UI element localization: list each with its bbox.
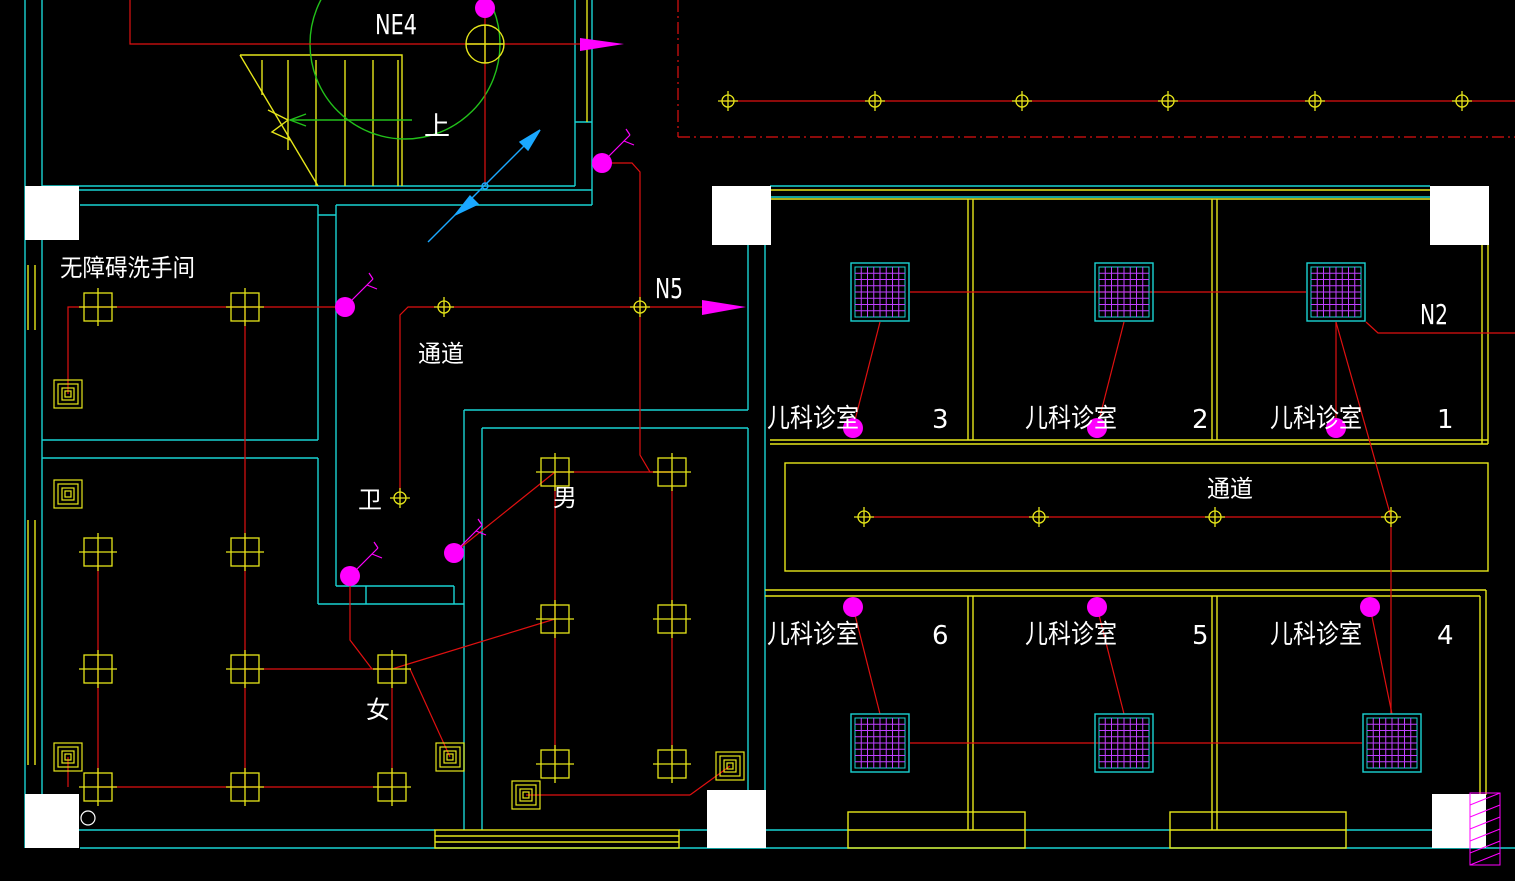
circle-cross-icon — [1205, 507, 1225, 527]
light-fixture-icon — [226, 650, 264, 688]
label-room-5-num: 5 — [1192, 621, 1209, 651]
sprinkler-heads — [335, 0, 1380, 617]
circle-cross-icon — [1158, 91, 1178, 111]
magenta-dot-icon — [1326, 418, 1346, 438]
magenta-dot-icon — [843, 597, 863, 617]
grid-diffuser-icon — [1094, 262, 1154, 322]
circle-cross-icon — [718, 91, 738, 111]
light-fixture-icon — [226, 533, 264, 571]
light-fixtures — [79, 288, 691, 806]
light-fixture-icon — [79, 768, 117, 806]
circle-cross-icon — [854, 507, 874, 527]
circle-cross-icon — [1029, 507, 1049, 527]
ceiling-diffusers — [850, 262, 1422, 773]
label-room-3: 儿科诊室 — [767, 404, 859, 434]
label-room-2: 儿科诊室 — [1025, 404, 1117, 434]
label-n5: N5 — [655, 272, 683, 305]
light-fixture-icon — [653, 745, 691, 783]
label-accessible-washroom: 无障碍洗手间 — [60, 254, 195, 282]
label-room-6: 儿科诊室 — [767, 620, 859, 650]
magenta-dot-icon — [1087, 418, 1107, 438]
dashed-boundary — [677, 0, 1515, 138]
light-fixture-icon — [536, 600, 574, 638]
magenta-dot-icon — [335, 272, 378, 317]
label-n2: N2 — [1420, 298, 1448, 331]
small-circle-marker — [80, 810, 96, 826]
grid-diffuser-icon — [850, 262, 910, 322]
square-vent-icon — [53, 379, 83, 409]
magenta-dot-icon — [1087, 597, 1107, 617]
circle-cross-icon — [1305, 91, 1325, 111]
hatched-column — [1469, 792, 1501, 866]
walls — [24, 0, 1515, 849]
circle-cross-icon — [390, 488, 410, 508]
light-fixture-icon — [226, 768, 264, 806]
label-corridor-right: 通道 — [1207, 475, 1253, 503]
light-fixture-icon — [226, 288, 264, 326]
label-room-1: 儿科诊室 — [1270, 404, 1362, 434]
circle-cross-icon — [1452, 91, 1472, 111]
magenta-dot-icon — [1360, 597, 1380, 617]
light-fixture-icon — [653, 453, 691, 491]
pipe-crossings — [390, 91, 1472, 527]
grid-diffuser-icon — [850, 713, 910, 773]
magenta-arrow-icon — [580, 38, 624, 51]
square-vent-icon — [511, 780, 541, 810]
light-fixture-icon — [79, 288, 117, 326]
label-room-5: 儿科诊室 — [1025, 620, 1117, 650]
square-vent-icon — [53, 742, 83, 772]
partitions — [27, 0, 1489, 849]
magenta-arrow-icon — [702, 300, 746, 315]
label-female: 女 — [366, 696, 390, 724]
structural-columns — [25, 186, 1489, 848]
circle-cross-icon — [1012, 91, 1032, 111]
label-room-6-num: 6 — [932, 621, 949, 651]
magenta-dot-icon — [592, 128, 635, 173]
label-room-3-num: 3 — [932, 405, 949, 435]
exhaust-vents — [53, 379, 745, 810]
light-fixture-icon — [373, 768, 411, 806]
light-fixture-icon — [653, 600, 691, 638]
light-fixture-icon — [79, 650, 117, 688]
circle-cross-icon — [1381, 507, 1401, 527]
grid-diffuser-icon — [1362, 713, 1422, 773]
circle-cross-icon — [465, 24, 505, 64]
circle-cross-icon — [434, 297, 454, 317]
square-vent-icon — [435, 742, 465, 772]
circle-cross-icon — [630, 297, 650, 317]
light-fixture-icon — [373, 650, 411, 688]
blue-arrow-icon — [427, 129, 541, 243]
up-arrow — [288, 113, 412, 127]
label-toilet: 卫 — [358, 486, 382, 514]
label-corridor-left: 通道 — [418, 340, 464, 368]
label-room-1-num: 1 — [1437, 405, 1454, 435]
magenta-dot-icon — [444, 518, 487, 563]
magenta-dot-icon — [843, 418, 863, 438]
light-fixture-icon — [536, 745, 574, 783]
grid-diffuser-icon — [1094, 713, 1154, 773]
magenta-dot-icon — [475, 0, 495, 18]
label-room-4: 儿科诊室 — [1270, 620, 1362, 650]
stair — [239, 54, 403, 187]
circle-cross-icon — [865, 91, 885, 111]
square-vent-icon — [715, 751, 745, 781]
labels: NE4 上 N5 N2 无障碍洗手间 通道 通道 卫 男 女 儿科诊室 3 儿科… — [60, 8, 1454, 724]
label-room-4-num: 4 — [1437, 621, 1454, 651]
label-up: 上 — [424, 112, 450, 142]
label-male: 男 — [553, 484, 577, 512]
label-room-2-num: 2 — [1192, 405, 1209, 435]
grid-diffuser-icon — [1306, 262, 1366, 322]
light-fixture-icon — [79, 533, 117, 571]
label-ne4: NE4 — [375, 8, 417, 41]
light-fixture-icon — [536, 453, 574, 491]
square-vent-icon — [53, 479, 83, 509]
magenta-dot-icon — [340, 541, 383, 586]
